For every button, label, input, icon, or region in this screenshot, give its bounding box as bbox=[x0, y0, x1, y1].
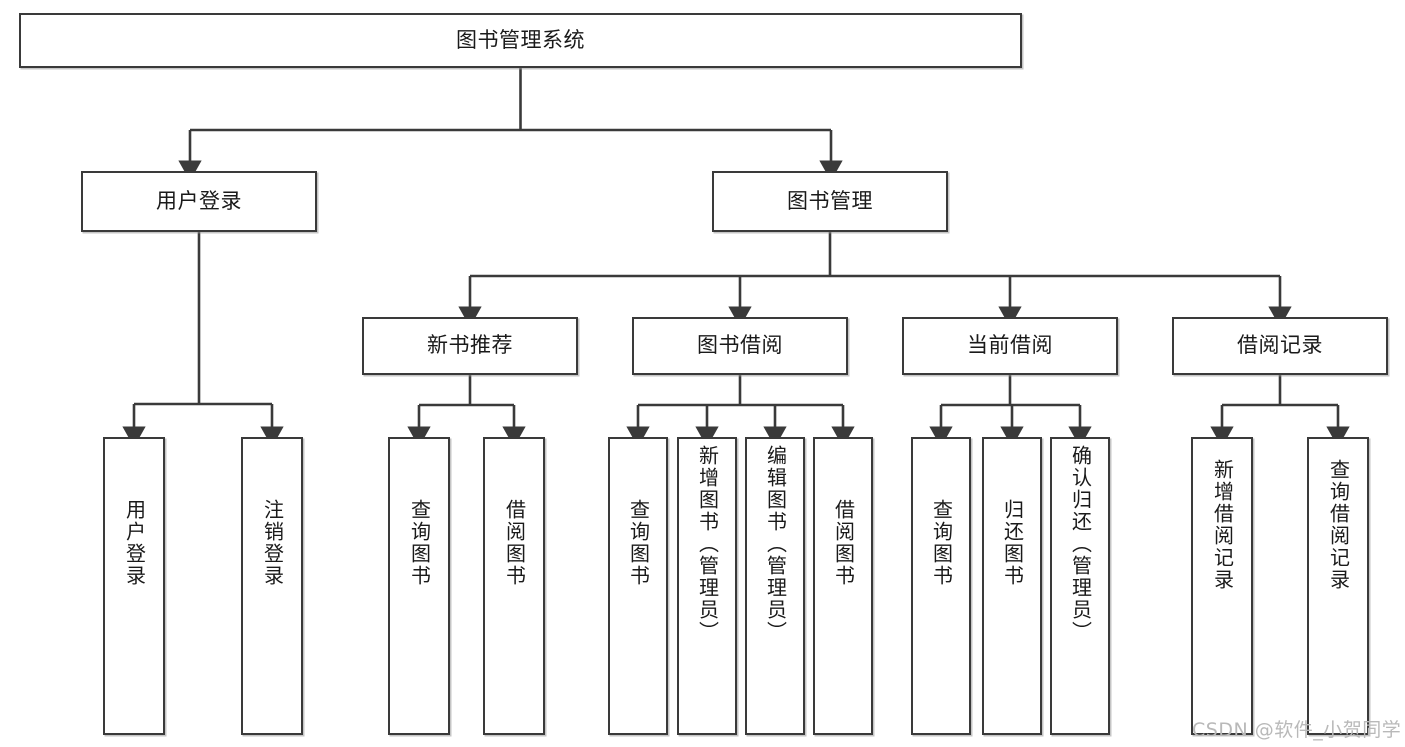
node-borrow-records-label: 借阅记录 bbox=[1237, 333, 1323, 358]
node-book-management[interactable]: 图书管理 bbox=[712, 171, 948, 232]
node-leaf-query-record-label: 查询借阅记录 bbox=[1326, 459, 1351, 591]
node-root[interactable]: 图书管理系统 bbox=[19, 13, 1022, 68]
node-leaf-user-login[interactable]: 用户登录 bbox=[103, 437, 165, 735]
node-leaf-user-login-label: 用户登录 bbox=[122, 499, 147, 587]
csdn-watermark: CSDN @软件_小贺同学 bbox=[1192, 719, 1402, 741]
node-root-label: 图书管理系统 bbox=[456, 27, 585, 52]
node-book-borrow-label: 图书借阅 bbox=[697, 333, 783, 358]
node-book-management-label: 图书管理 bbox=[787, 188, 873, 213]
node-leaf-query-books-1[interactable]: 查询图书 bbox=[388, 437, 450, 735]
node-leaf-query-books-3-label: 查询图书 bbox=[929, 499, 954, 587]
node-leaf-logout[interactable]: 注销登录 bbox=[241, 437, 303, 735]
node-leaf-borrow-books-1-label: 借阅图书 bbox=[502, 499, 527, 587]
node-leaf-edit-book[interactable]: 编辑图书（管理员） bbox=[745, 437, 805, 735]
node-leaf-add-book[interactable]: 新增图书（管理员） bbox=[677, 437, 737, 735]
node-leaf-borrow-books-2-label: 借阅图书 bbox=[831, 499, 856, 587]
node-leaf-return-book-label: 归还图书 bbox=[1000, 499, 1025, 587]
node-leaf-query-books-2[interactable]: 查询图书 bbox=[608, 437, 668, 735]
node-leaf-borrow-books-2[interactable]: 借阅图书 bbox=[813, 437, 873, 735]
node-current-borrow-label: 当前借阅 bbox=[967, 333, 1053, 358]
node-leaf-query-books-3[interactable]: 查询图书 bbox=[911, 437, 971, 735]
node-leaf-logout-label: 注销登录 bbox=[260, 499, 285, 587]
node-leaf-add-record[interactable]: 新增借阅记录 bbox=[1191, 437, 1253, 735]
node-leaf-borrow-books-1[interactable]: 借阅图书 bbox=[483, 437, 545, 735]
node-user-login[interactable]: 用户登录 bbox=[81, 171, 317, 232]
node-leaf-query-record[interactable]: 查询借阅记录 bbox=[1307, 437, 1369, 735]
node-new-book-recommend[interactable]: 新书推荐 bbox=[362, 317, 578, 375]
node-current-borrow[interactable]: 当前借阅 bbox=[902, 317, 1118, 375]
node-leaf-add-record-label: 新增借阅记录 bbox=[1210, 459, 1235, 591]
node-leaf-confirm-return-label: 确认归还（管理员） bbox=[1068, 445, 1093, 643]
node-new-book-recommend-label: 新书推荐 bbox=[427, 333, 513, 358]
node-book-borrow[interactable]: 图书借阅 bbox=[632, 317, 848, 375]
node-leaf-query-books-2-label: 查询图书 bbox=[626, 499, 651, 587]
node-leaf-add-book-label: 新增图书（管理员） bbox=[695, 445, 720, 643]
node-user-login-label: 用户登录 bbox=[156, 188, 242, 213]
node-borrow-records[interactable]: 借阅记录 bbox=[1172, 317, 1388, 375]
node-leaf-query-books-1-label: 查询图书 bbox=[407, 499, 432, 587]
node-leaf-edit-book-label: 编辑图书（管理员） bbox=[763, 445, 788, 643]
node-leaf-return-book[interactable]: 归还图书 bbox=[982, 437, 1042, 735]
node-leaf-confirm-return[interactable]: 确认归还（管理员） bbox=[1050, 437, 1110, 735]
